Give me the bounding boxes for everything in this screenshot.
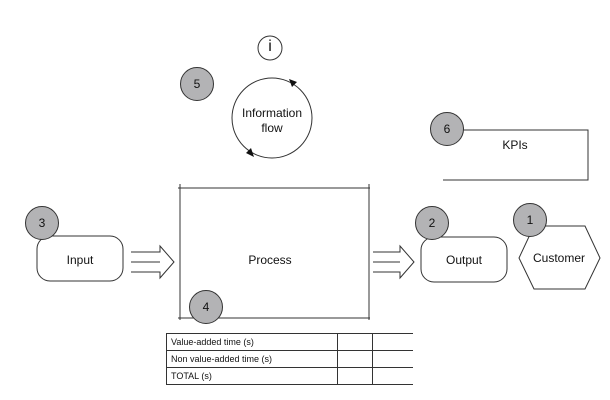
badge-6: 6 bbox=[430, 112, 464, 146]
non-value-added-time-label: Non value-added time (s) bbox=[166, 350, 338, 368]
table-row: Value-added time (s) bbox=[166, 333, 413, 351]
value-added-time-cell bbox=[337, 333, 373, 351]
badge-5: 5 bbox=[180, 67, 214, 101]
badge-3: 3 bbox=[25, 206, 59, 240]
badge-4: 4 bbox=[189, 290, 223, 324]
information-flow-line1: Information bbox=[241, 106, 303, 120]
kpis-label: KPIs bbox=[502, 138, 528, 152]
total-time-cell bbox=[337, 367, 373, 385]
process-label: Process bbox=[248, 253, 292, 267]
arrow-process-to-output bbox=[373, 244, 415, 280]
information-flow-line2: flow bbox=[261, 121, 283, 135]
table-row: Non value-added time (s) bbox=[166, 350, 413, 368]
total-time-label: TOTAL (s) bbox=[166, 367, 338, 385]
arrow-input-to-process bbox=[131, 244, 175, 280]
total-time-cell-2 bbox=[372, 367, 413, 385]
information-flow-cycle bbox=[231, 77, 313, 159]
input-box bbox=[36, 235, 124, 282]
value-added-time-cell-2 bbox=[372, 333, 413, 351]
info-icon bbox=[257, 35, 283, 61]
time-table: Value-added time (s) Non value-added tim… bbox=[166, 333, 413, 385]
value-added-time-label: Value-added time (s) bbox=[166, 333, 338, 351]
non-value-added-time-cell bbox=[337, 350, 373, 368]
table-row: TOTAL (s) bbox=[166, 367, 413, 385]
customer-hexagon bbox=[518, 225, 601, 290]
customer-label: Customer bbox=[532, 251, 585, 265]
info-icon-glyph: i bbox=[268, 38, 272, 55]
output-label: Output bbox=[445, 253, 483, 267]
output-box bbox=[420, 236, 508, 283]
cycle-arrowhead-bottom bbox=[246, 148, 254, 157]
kpi-box bbox=[443, 129, 589, 181]
non-value-added-time-cell-2 bbox=[372, 350, 413, 368]
cycle-arrowhead-top bbox=[289, 79, 297, 87]
badge-2: 2 bbox=[415, 206, 449, 240]
badge-1: 1 bbox=[513, 203, 547, 237]
input-label: Input bbox=[66, 253, 94, 267]
